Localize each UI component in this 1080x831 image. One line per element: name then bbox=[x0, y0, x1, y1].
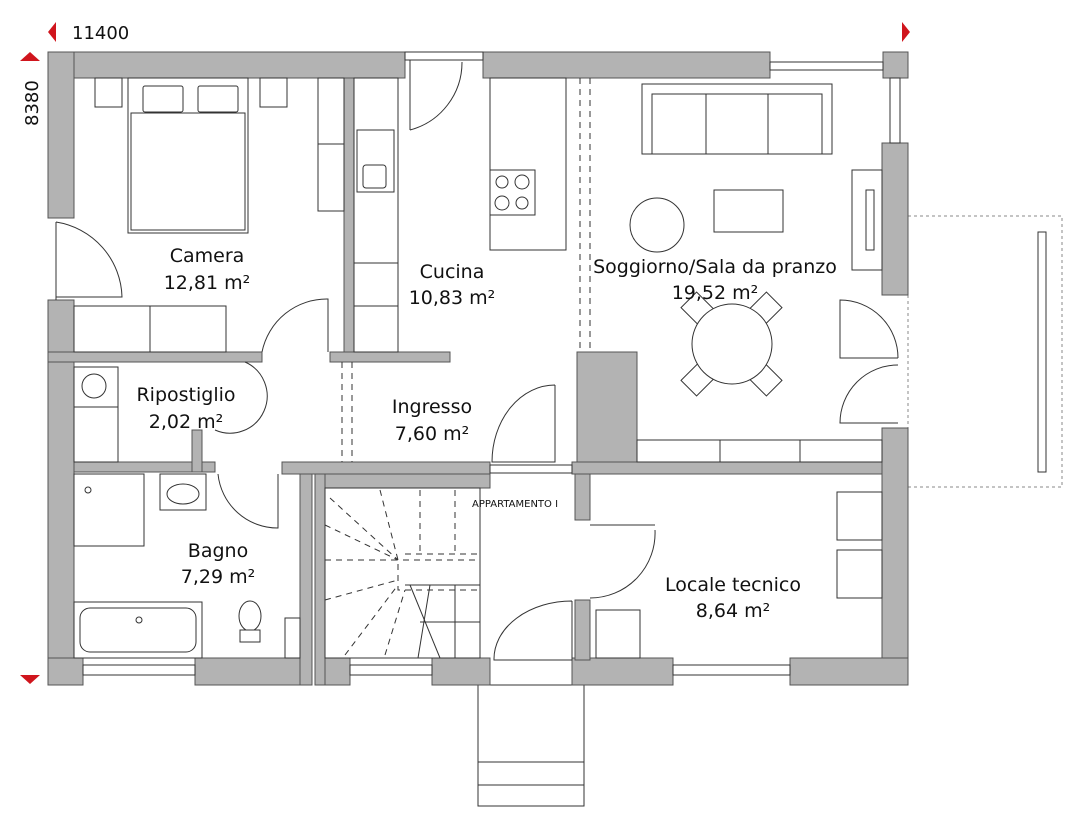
dining-table bbox=[680, 291, 783, 397]
doors bbox=[55, 60, 899, 661]
kitchen-island bbox=[489, 77, 567, 251]
sideboard bbox=[636, 439, 883, 463]
room-name-locale-tecnico: Locale tecnico bbox=[665, 574, 801, 596]
staircase bbox=[324, 487, 481, 659]
room-area-bagno: 7,29 m² bbox=[181, 566, 255, 588]
room-area-ingresso: 7,60 m² bbox=[395, 423, 469, 445]
arrow-down-icon bbox=[20, 675, 40, 684]
windows bbox=[82, 51, 901, 676]
coffee-table bbox=[713, 189, 784, 233]
furniture bbox=[73, 77, 883, 659]
technical-unit bbox=[836, 491, 883, 541]
nightstand bbox=[94, 77, 123, 108]
room-name-camera: Camera bbox=[170, 245, 245, 267]
terrace-outline bbox=[907, 215, 1063, 488]
arrow-left-icon bbox=[48, 22, 56, 42]
room-area-cucina: 10,83 m² bbox=[409, 287, 496, 309]
room-area-camera: 12,81 m² bbox=[164, 272, 251, 294]
arrow-right-icon bbox=[902, 22, 910, 42]
room-name-cucina: Cucina bbox=[420, 261, 485, 283]
kitchen-counter bbox=[353, 77, 399, 353]
shower bbox=[73, 473, 145, 547]
toilet bbox=[238, 600, 262, 632]
room-area-locale-tecnico: 8,64 m² bbox=[696, 600, 770, 622]
nightstand bbox=[259, 77, 288, 108]
room-name-soggiorno: Soggiorno/Sala da pranzo bbox=[593, 256, 837, 278]
width-dimension: 11400 bbox=[72, 23, 129, 44]
arrow-up-icon bbox=[20, 52, 40, 61]
technical-unit bbox=[595, 609, 641, 659]
room-area-ripostiglio: 2,02 m² bbox=[149, 411, 223, 433]
entrance-steps bbox=[477, 684, 585, 807]
room-name-bagno: Bagno bbox=[188, 540, 248, 562]
side-table bbox=[629, 197, 685, 253]
depth-dimension: 8380 bbox=[22, 80, 43, 126]
terrace-railing bbox=[1037, 231, 1047, 473]
technical-unit bbox=[836, 549, 883, 599]
washing-machine bbox=[73, 366, 119, 408]
unit-label: APPARTAMENTO I bbox=[472, 499, 558, 510]
room-area-soggiorno: 19,52 m² bbox=[672, 282, 759, 304]
walls bbox=[47, 51, 909, 686]
room-name-ingresso: Ingresso bbox=[392, 396, 472, 418]
room-name-ripostiglio: Ripostiglio bbox=[136, 384, 235, 406]
room-labels: Camera 12,81 m² Cucina 10,83 m² Soggiorn… bbox=[136, 245, 836, 622]
